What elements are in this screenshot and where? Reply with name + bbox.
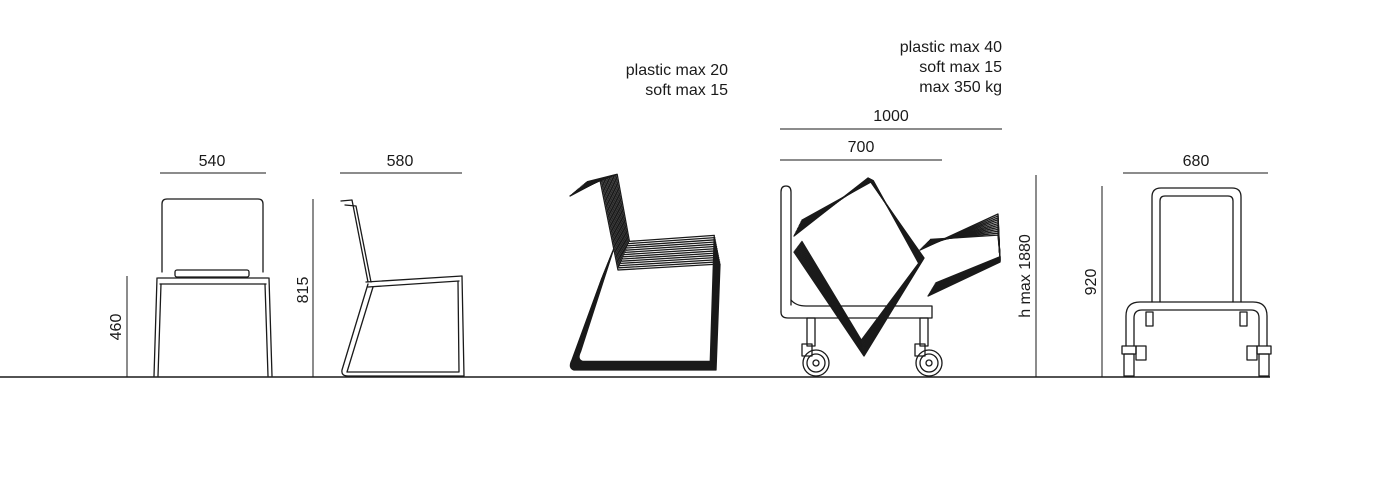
- trolley-front-caster-right: [1246, 345, 1272, 377]
- stacked-chair-outline: [574, 176, 718, 367]
- stacked-chair-outline: [572, 177, 719, 369]
- trolley-capacity-line3: max 350 kg: [919, 79, 1002, 96]
- trolley-stacked-chair-outline: [798, 179, 922, 347]
- stacked-chair-outline: [576, 174, 717, 365]
- stacked-chair-outline: [573, 177, 719, 368]
- trolley-front-post-left: [1145, 311, 1154, 327]
- front-backrest: [161, 198, 264, 273]
- stacked-chair-outlines: [569, 173, 721, 371]
- side-sled-frame-inner: [346, 281, 460, 373]
- stacked-chair-outline: [571, 178, 720, 370]
- front-leg-left-outer: [153, 277, 158, 377]
- side-sled-frame-outer: [341, 275, 465, 377]
- trolley-stacked-chair-outline: [801, 179, 920, 341]
- trolley-front-post-right: [1239, 311, 1248, 327]
- overall-length-label: 1000: [873, 108, 909, 125]
- trolley-handle-frame: [780, 185, 792, 313]
- trolley-caster-mount-right: [919, 317, 929, 347]
- trolley-stacked-chairs: [793, 177, 1001, 357]
- trolley-front-caster-left: [1121, 345, 1147, 377]
- front-leg-right-inner: [264, 283, 269, 377]
- stacked-chair-outline: [578, 173, 715, 363]
- trolley-width-label: 680: [1183, 153, 1210, 170]
- trolley-wheel-right: [914, 343, 943, 377]
- trolley-front-base-inner: [1133, 309, 1260, 347]
- depth-label: 580: [387, 153, 414, 170]
- trolley-capacity-line2: soft max 15: [919, 59, 1002, 76]
- side-backrest-back: [344, 204, 372, 283]
- trolley-caster-mount-left: [806, 317, 816, 347]
- stacked-chair-outline: [575, 175, 718, 366]
- trolley-height-label: 920: [1083, 269, 1100, 296]
- inner-length-label: 700: [848, 139, 875, 156]
- stacked-chair-outline: [570, 178, 721, 370]
- stacked-chair-outline: [575, 175, 717, 365]
- trolley-base-bar: [780, 299, 933, 319]
- trolley-front-view: 680 920: [1083, 153, 1272, 377]
- trolley-capacity-line1: plastic max 40: [900, 39, 1002, 56]
- stacked-chair-outline: [569, 179, 721, 371]
- trolley-wheel-left: [801, 343, 830, 377]
- side-seat-bottom: [367, 280, 460, 288]
- side-backrest-front: [340, 199, 369, 283]
- stacked-chair-outline: [573, 176, 719, 367]
- max-height-label: h max 1880: [1017, 234, 1034, 318]
- stacked-chair-outline: [571, 178, 720, 369]
- height-label: 815: [295, 277, 312, 304]
- width-label: 540: [199, 153, 226, 170]
- stack-capacity-line2: soft max 15: [645, 82, 728, 99]
- trolley-stacked-chair-outline: [797, 178, 922, 349]
- seat-height-label: 460: [108, 314, 125, 341]
- front-leg-left-inner: [157, 283, 162, 377]
- trolley-front-handle-inner: [1159, 195, 1234, 303]
- trolley-stacked-chair-outline: [799, 179, 921, 346]
- trolley-front-handle-outer: [1151, 187, 1242, 303]
- trolley-front-base-outer: [1125, 301, 1268, 347]
- chair-side-view: 580 815: [295, 153, 465, 377]
- side-seat-top: [365, 275, 463, 283]
- chair-front-view: 540 460: [108, 153, 273, 377]
- front-seat-cushion: [174, 269, 250, 278]
- trolley-stacked-chair-back: [929, 234, 1001, 284]
- front-leg-right-outer: [268, 277, 273, 377]
- trolley-side-view: plastic max 40 soft max 15 max 350 kg 10…: [780, 39, 1037, 377]
- stack-capacity-line1: plastic max 20: [626, 62, 728, 79]
- chair-stack: plastic max 20 soft max 15: [569, 62, 728, 371]
